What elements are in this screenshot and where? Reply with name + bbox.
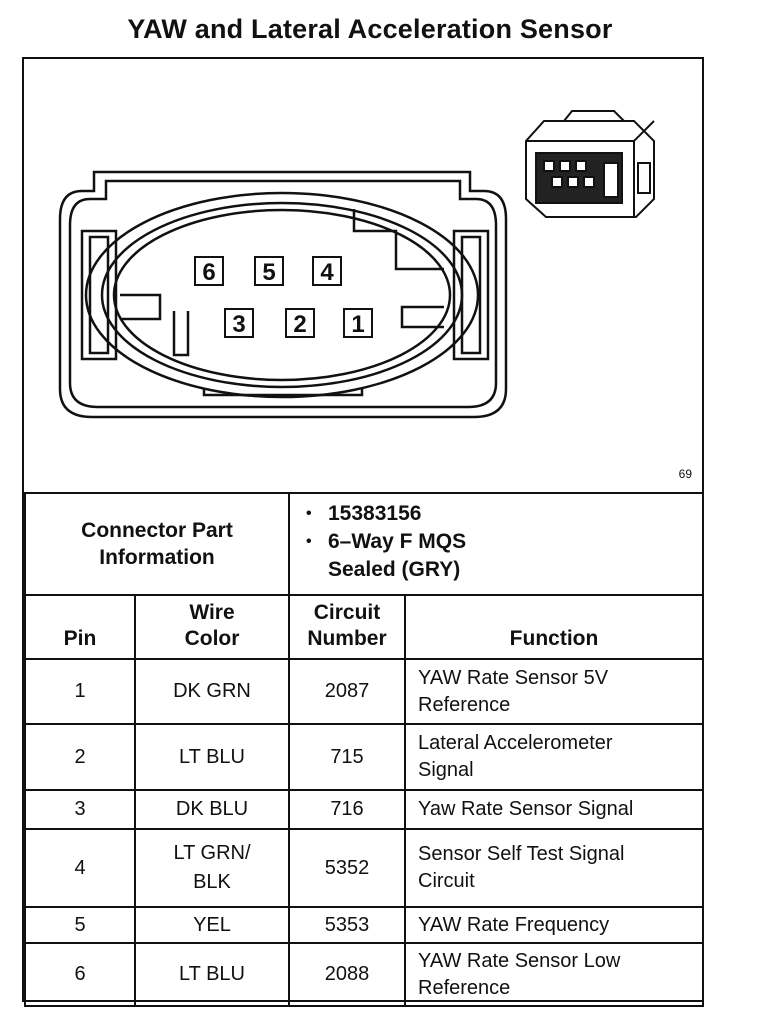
table-row: 3 DK BLU 716 Yaw Rate Sensor Signal	[24, 789, 704, 830]
connector-3d-sketch	[525, 110, 655, 218]
page-title: YAW and Lateral Acceleration Sensor	[127, 14, 613, 44]
header-pin: Pin	[24, 594, 136, 660]
wire-color-cell: DK GRN	[134, 658, 290, 725]
circuit-cell: 715	[288, 723, 406, 791]
connector-seal-ring	[84, 191, 480, 399]
wire-color-cell: YEL	[134, 906, 290, 944]
wire-color-cell: LT BLU	[134, 942, 290, 1007]
table-row: 5 YEL 5353 YAW Rate Frequency	[24, 906, 704, 944]
pin-label-1: 1	[351, 311, 364, 338]
circuit-cell: 2087	[288, 658, 406, 725]
header-function: Function	[404, 594, 704, 660]
pin-cell: 2	[24, 723, 136, 791]
pin-label-2: 2	[293, 311, 306, 338]
function-cell: Yaw Rate Sensor Signal	[404, 789, 704, 830]
content-frame: 6 5 4 3 2 1 69	[22, 57, 704, 1007]
function-cell: YAW Rate Frequency	[404, 906, 704, 944]
table-row: 4 LT GRN/BLK 5352 Sensor Self Test Signa…	[24, 828, 704, 908]
circuit-cell: 5352	[288, 828, 406, 908]
pin-label-5: 5	[262, 259, 275, 286]
part-number: 15383156	[306, 500, 694, 528]
connector-table: Connector Part Information 15383156 6–Wa…	[24, 492, 704, 1007]
circuit-cell: 716	[288, 789, 406, 830]
wire-color-cell: LT GRN/BLK	[134, 828, 290, 908]
wire-color-cell: LT BLU	[134, 723, 290, 791]
pin-cell: 5	[24, 906, 136, 944]
wire-color-cell: DK BLU	[134, 789, 290, 830]
pin-cell: 1	[24, 658, 136, 725]
pin-cell: 4	[24, 828, 136, 908]
pin-label-4: 4	[320, 259, 334, 286]
connector-diagram: 6 5 4 3 2 1	[58, 110, 655, 419]
connector-info-row: Connector Part Information 15383156 6–Wa…	[24, 492, 704, 596]
circuit-cell: 5353	[288, 906, 406, 944]
circuit-cell: 2088	[288, 942, 406, 1007]
pin-cavities	[194, 256, 373, 338]
pin-cell: 3	[24, 789, 136, 830]
pin-cell: 6	[24, 942, 136, 1007]
connector-info-label: Connector Part Information	[24, 492, 290, 596]
pin-label-6: 6	[202, 259, 215, 286]
connector-outer-housing	[58, 170, 508, 419]
figure-id: 69	[678, 467, 692, 481]
pin-label-3: 3	[232, 311, 245, 338]
